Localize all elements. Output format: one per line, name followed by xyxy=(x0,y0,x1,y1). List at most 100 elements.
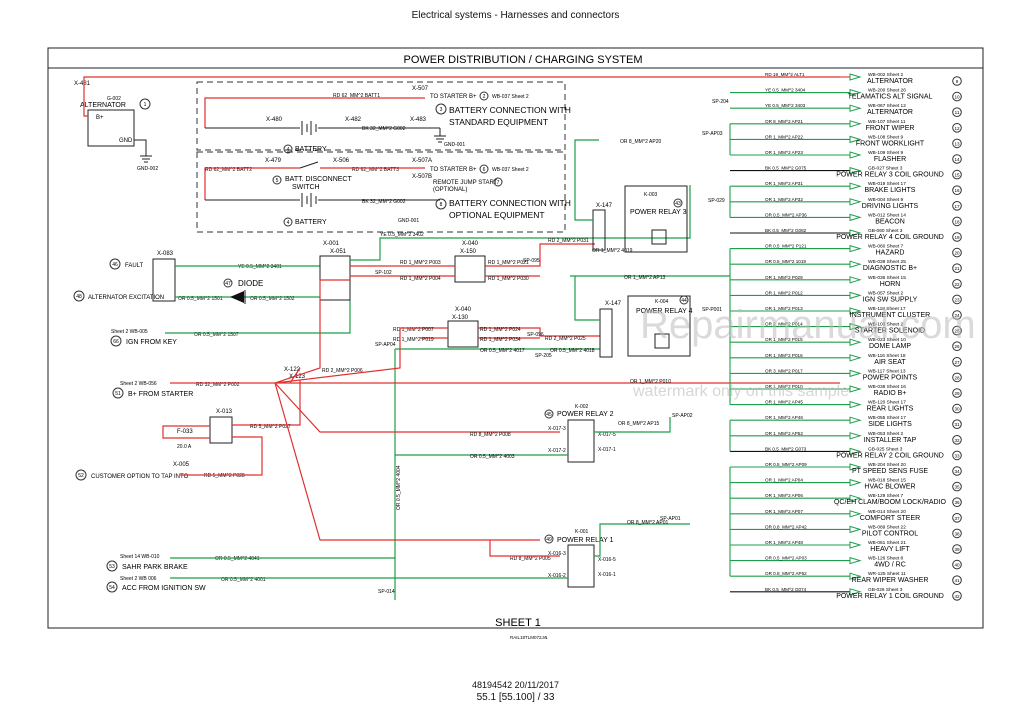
output-num-circle-5 xyxy=(952,138,962,149)
output-arrow-5 xyxy=(849,135,862,144)
output-wire-label-24: OR 1_MM^2 AP52 xyxy=(765,431,803,436)
svg-text:X-122: X-122 xyxy=(284,367,301,373)
output-num-15: 23 xyxy=(954,297,960,302)
output-wire-label-27: OR 1_MM^2 AP04 xyxy=(765,478,803,483)
output-num-17: 25 xyxy=(954,329,960,334)
output-ref-5: WB-108 Sheet 9 xyxy=(868,134,904,140)
output-arrow-4 xyxy=(849,120,862,128)
output-ref-28: WB-129 Sheet 7 xyxy=(868,493,904,499)
svg-text:RD 1_MM^2 P007: RD 1_MM^2 P007 xyxy=(393,327,434,333)
output-wire-label-22: OR 1_MM^2 AP45 xyxy=(765,400,803,405)
svg-text:45: 45 xyxy=(546,412,552,418)
svg-text:X-147: X-147 xyxy=(596,203,613,209)
output-label-6: FLASHER xyxy=(874,156,906,163)
output-label-3: ALTERNATOR xyxy=(867,109,913,116)
output-wire-label-21: OR 1_MM^2 P010 xyxy=(765,384,803,389)
output-wire-label-30: OR 0.8_MM^2 AP42 xyxy=(765,524,807,529)
output-arrow-12 xyxy=(849,244,862,253)
relay-3: X-147 K-003 POWER RELAY 3 43 xyxy=(592,185,688,253)
svg-text:X-150: X-150 xyxy=(460,249,477,255)
output-num-circle-9 xyxy=(952,201,962,211)
sheet-frame xyxy=(47,47,984,629)
svg-text:RD 62_MM^2 BATT2: RD 62_MM^2 BATT2 xyxy=(205,167,252,173)
output-label-15: IGN SW SUPPLY xyxy=(863,296,918,303)
alternator-num: 1 xyxy=(144,102,147,108)
output-num-circle-29 xyxy=(952,513,962,523)
output-num-circle-7 xyxy=(952,169,962,180)
output-num-11: 19 xyxy=(954,235,960,240)
output-num-1: 9 xyxy=(956,79,959,84)
output-label-33: REAR WIPER WASHER xyxy=(852,577,929,584)
output-label-34: POWER RELAY 1 COIL GROUND xyxy=(836,593,944,600)
svg-text:TO STARTER B+: TO STARTER B+ xyxy=(430,167,477,173)
output-num-3: 11 xyxy=(955,110,960,115)
output-num-circle-23 xyxy=(952,419,962,430)
diagram-title: POWER DISTRIBUTION / CHARGING SYSTEM xyxy=(404,54,643,66)
output-label-26: PT SPEED SENS FUSE xyxy=(852,468,928,475)
svg-text:GND-001: GND-001 xyxy=(398,218,419,224)
ign-from-key: Sheet 2 WB-005 66 IGN FROM KEY OR 0.5_MM… xyxy=(110,300,351,347)
output-wire-label-15: OR 1_MM^2 P012 xyxy=(765,290,803,295)
output-ref-27: WB-018 Sheet 15 xyxy=(868,478,906,484)
output-num-circle-27 xyxy=(952,481,962,492)
svg-text:4: 4 xyxy=(287,220,290,226)
output-arrow-33 xyxy=(849,572,862,580)
output-arrow-9 xyxy=(849,198,862,206)
b-from-starter: Sheet 2 WB-056 51 B+ FROM STARTER RD 32_… xyxy=(112,381,275,399)
svg-text:(OPTIONAL): (OPTIONAL) xyxy=(433,187,467,193)
output-wire-label-32: OR 0.5_MM^2 AP03 xyxy=(765,556,807,561)
output-label-5: FRONT WORKLIGHT xyxy=(856,140,925,147)
alternator: G-002 ALTERNATOR 1 B+ GND GND-002 X-481 xyxy=(74,81,158,172)
output-num-14: 22 xyxy=(954,282,960,287)
red-p003 xyxy=(350,243,595,277)
output-label-14: HORN xyxy=(880,281,901,288)
svg-text:Sheet 2 WB-056: Sheet 2 WB-056 xyxy=(120,381,157,387)
output-ref-14: WB-036 Sheet 15 xyxy=(868,275,906,281)
output-label-9: DRIVING LIGHTS xyxy=(862,203,919,210)
svg-text:F-033: F-033 xyxy=(177,429,193,435)
output-arrow-30 xyxy=(849,525,862,534)
relay-1: K-001 49 POWER RELAY 1 X-016-3X-016-2 X-… xyxy=(544,529,616,588)
relay3-supply xyxy=(574,139,599,221)
output-label-31: HEAVY LIFT xyxy=(870,546,910,553)
svg-text:POWER RELAY 1: POWER RELAY 1 xyxy=(557,537,614,544)
svg-text:OR 0.5_MM^2 4041: OR 0.5_MM^2 4041 xyxy=(215,556,260,562)
svg-text:B+ FROM STARTER: B+ FROM STARTER xyxy=(128,391,193,398)
svg-text:X-507A: X-507A xyxy=(412,158,432,164)
watermark-main: Repairmanual.com xyxy=(640,303,976,347)
output-ref-20: WB-117 Sheet 13 xyxy=(868,368,906,374)
output-num-circle-24 xyxy=(952,435,962,445)
sahr-park-brake: Sheet 14 WB-010 53 SAHR PARK BRAKE OR 0.… xyxy=(106,554,395,572)
svg-text:BATT. DISCONNECT: BATT. DISCONNECT xyxy=(285,176,352,183)
svg-text:OR 0.5_MM^2 1507: OR 0.5_MM^2 1507 xyxy=(194,332,239,338)
std-battery: RD 62_MM^2 BATT1 X-507 TO STARTER B+ 2 W… xyxy=(204,86,571,154)
output-num-circle-32 xyxy=(952,559,962,570)
output-num-32: 40 xyxy=(954,563,960,568)
svg-text:SP-095: SP-095 xyxy=(523,258,540,264)
output-arrow-25 xyxy=(849,447,862,456)
red-trunk xyxy=(274,279,840,541)
svg-text:RD 2_MM^2 P031: RD 2_MM^2 P031 xyxy=(548,238,589,244)
svg-text:OR 1_MM^2 4019: OR 1_MM^2 4019 xyxy=(592,248,633,254)
svg-text:SP-P001: SP-P001 xyxy=(702,307,722,313)
svg-text:K-004: K-004 xyxy=(655,299,669,305)
output-arrow-1 xyxy=(849,73,862,81)
svg-text:SWITCH: SWITCH xyxy=(292,184,320,191)
output-ref-8: WB-019 Sheet 17 xyxy=(868,181,906,187)
output-wire-label-28: OR 1_MM^2 AP06 xyxy=(765,493,803,498)
svg-text:X-040: X-040 xyxy=(462,241,479,247)
svg-text:43: 43 xyxy=(675,201,681,207)
output-label-32: 4WD / RC xyxy=(874,562,906,569)
output-num-27: 35 xyxy=(954,485,960,490)
svg-text:BK 32_MM^2 G002: BK 32_MM^2 G002 xyxy=(362,199,406,205)
output-num-16: 24 xyxy=(954,313,960,318)
svg-text:K-003: K-003 xyxy=(644,192,658,198)
svg-text:8: 8 xyxy=(440,202,443,208)
svg-text:RD 1_MM^2 P024: RD 1_MM^2 P024 xyxy=(480,327,521,333)
svg-text:BATTERY CONNECTION WITH: BATTERY CONNECTION WITH xyxy=(449,198,571,208)
output-arrow-13 xyxy=(849,260,862,268)
svg-text:WB-037 Sheet 2: WB-037 Sheet 2 xyxy=(492,94,529,100)
svg-text:YE 0.5_MM^2 3401: YE 0.5_MM^2 3401 xyxy=(238,264,282,270)
output-wire-label-29: OR 1_MM^2 AP07 xyxy=(765,509,803,514)
output-label-12: HAZARD xyxy=(876,250,905,257)
